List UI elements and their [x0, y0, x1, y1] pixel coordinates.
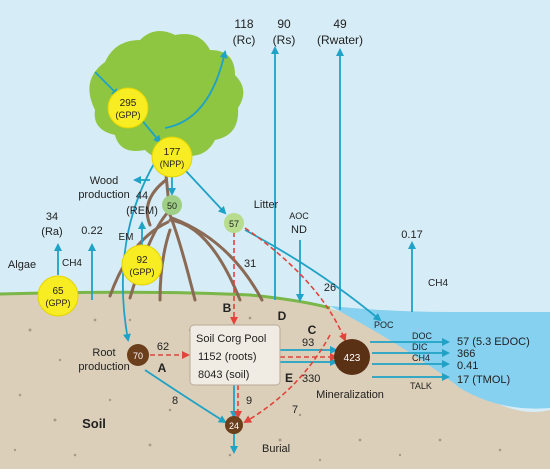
water-ch4-label: CH4 — [428, 278, 448, 289]
letter-d: D — [278, 309, 287, 323]
aoc-label: AOC — [289, 211, 309, 221]
algae-ch4-value: 0.22 — [81, 225, 102, 237]
rwater-label: (Rwater) — [317, 33, 363, 47]
rem-label: (REM) — [126, 205, 158, 217]
arrow-gpp-to-npp — [139, 117, 162, 144]
soil-pool-roots: 1152 (roots) — [198, 351, 257, 363]
dic-value: 366 — [457, 348, 475, 360]
rc-value: 118 — [234, 17, 253, 31]
litter-to-water-value: 26 — [324, 282, 336, 294]
em-label: EM — [119, 232, 134, 243]
algae-ch4-label: CH4 — [62, 258, 82, 269]
rc-label: (Rc) — [233, 33, 256, 47]
tree-npp-value: 177 — [164, 147, 181, 158]
pool-mineralization: 423 — [334, 339, 370, 375]
arrow-canopy-to-rc — [164, 50, 228, 129]
doc-value: 57 (5.3 EDOC) — [457, 336, 530, 348]
ch4-out-value: 0.41 — [457, 360, 478, 372]
water-body — [330, 306, 550, 409]
tree-npp-label: (NPP) — [160, 159, 185, 169]
pool-tree-npp: 177 (NPP) — [151, 136, 193, 178]
arrow-npp-to-litter — [184, 169, 227, 215]
ra-label: (Ra) — [41, 226, 62, 238]
rem-value: 44 — [136, 190, 148, 202]
pool-root: 70 — [127, 344, 149, 366]
tree-gpp-value: 295 — [120, 98, 137, 109]
litter-to-pool-value: 31 — [244, 258, 256, 270]
burial-label: Burial — [262, 443, 290, 455]
mineral-to-burial-value: 7 — [292, 404, 298, 416]
arrow-npp-to-root — [121, 161, 156, 342]
soil-pool-title: Soil Corg Pool — [196, 333, 266, 345]
algae-label: Algae — [8, 259, 36, 271]
algae-gpp-value: 65 — [52, 286, 64, 297]
root-to-burial-value: 8 — [172, 395, 178, 407]
pool-stem: 50 — [162, 195, 182, 215]
letter-e: E — [285, 371, 293, 385]
letter-c: C — [308, 323, 317, 337]
soil-label: Soil — [82, 416, 106, 431]
root-to-pool-value: 62 — [157, 341, 169, 353]
pool-to-burial-value: 9 — [246, 395, 252, 407]
root-production-line1: Root — [92, 347, 115, 359]
poc-label: POC — [374, 320, 394, 330]
rs-value: 90 — [277, 17, 291, 31]
soil-pool-box — [189, 324, 281, 386]
wood-production-line1: Wood — [90, 175, 119, 187]
pool-algae-gpp: 65 (GPP) — [37, 275, 79, 317]
algae-gpp-label: (GPP) — [45, 298, 70, 308]
ra-value: 34 — [46, 211, 58, 223]
mineral-value: 423 — [344, 353, 361, 364]
pool-litter: 57 — [224, 213, 244, 233]
doc-label: DOC — [412, 331, 433, 341]
pool-tree-gpp: 295 (GPP) — [107, 87, 149, 129]
talk-label: TALK — [410, 381, 432, 391]
tree-gpp-label: (GPP) — [115, 110, 140, 120]
nd-label: ND — [291, 224, 307, 236]
soil-pool-soil: 8043 (soil) — [198, 369, 249, 381]
litter-label: Litter — [254, 199, 279, 211]
litter-value: 57 — [229, 219, 239, 229]
rwater-value: 49 — [333, 17, 347, 31]
e-to-min-value: 330 — [302, 373, 320, 385]
water-ch4-value: 0.17 — [401, 229, 422, 241]
root-value: 70 — [133, 351, 143, 361]
arrow-input-gpp — [94, 71, 120, 97]
pool-em-gpp: 92 (GPP) — [121, 244, 163, 286]
arrow-root-burial — [144, 369, 227, 424]
arrow-litter-to-water — [244, 229, 382, 322]
letter-b: B — [223, 301, 232, 315]
em-gpp-label: (GPP) — [129, 267, 154, 277]
stem-value: 50 — [167, 201, 177, 211]
ch4-out-label: CH4 — [412, 353, 430, 363]
burial-value: 24 — [229, 421, 239, 431]
pool-burial: 24 — [225, 416, 243, 434]
soil-texture — [13, 316, 502, 462]
wood-production-line2: production — [78, 189, 129, 201]
letter-a: A — [158, 361, 167, 375]
mineralization-label: Mineralization — [316, 389, 384, 401]
rs-label: (Rs) — [273, 33, 296, 47]
mangrove-roots — [108, 163, 264, 302]
dic-label: DIC — [412, 342, 428, 352]
root-production-line2: production — [78, 361, 129, 373]
talk-value: 17 (TMOL) — [457, 374, 510, 386]
dashed-litter-to-mineral — [244, 227, 347, 342]
pool-to-min-value: 93 — [302, 337, 314, 349]
em-gpp-value: 92 — [136, 255, 148, 266]
